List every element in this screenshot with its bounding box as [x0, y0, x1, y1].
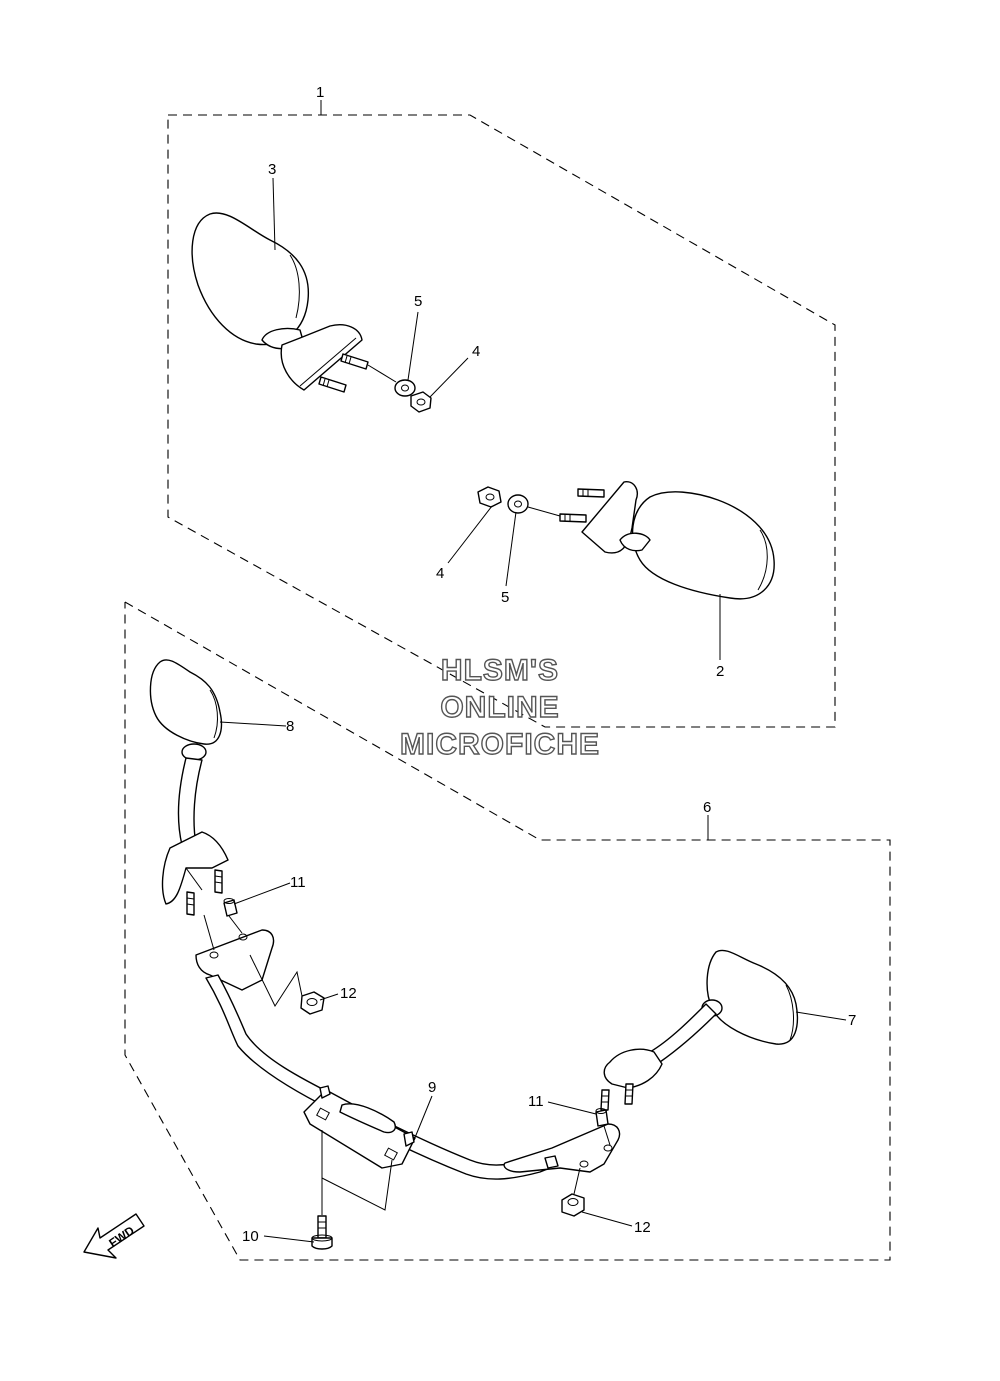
nut-part-12-right [561, 1193, 585, 1217]
callout-9: 9 [428, 1079, 436, 1096]
mirror-part-7 [595, 949, 799, 1127]
callout-labels: 1 3 5 4 4 5 2 8 6 11 12 7 9 11 12 10 [242, 84, 856, 1245]
mirror-part-2 [477, 481, 775, 600]
watermark: HLSM'S ONLINE MICROFICHE [399, 653, 600, 761]
callout-11-right: 11 [528, 1093, 544, 1110]
callout-5-lower: 5 [501, 589, 509, 606]
callout-11-left: 11 [290, 874, 306, 891]
mirror-part-3 [191, 212, 432, 413]
callout-4-lower: 4 [436, 565, 444, 582]
callout-12-right: 12 [634, 1219, 651, 1236]
callout-8: 8 [286, 718, 294, 735]
mirror-part-8 [149, 659, 238, 917]
watermark-line-2: ONLINE [440, 691, 559, 724]
group-1-boundary [167, 114, 836, 728]
callout-12-left: 12 [340, 985, 357, 1002]
watermark-line-1: HLSM'S [441, 654, 559, 687]
callout-4-upper: 4 [472, 343, 480, 360]
assembly-lines [203, 914, 611, 1215]
bolt-part-10 [311, 1215, 333, 1250]
callout-2: 2 [716, 663, 724, 680]
callout-5-upper: 5 [414, 293, 422, 310]
callout-6: 6 [703, 799, 711, 816]
forward-arrow-icon: FWD [83, 1213, 145, 1259]
callout-1: 1 [316, 84, 324, 101]
callout-10: 10 [242, 1228, 259, 1245]
watermark-line-3: MICROFICHE [400, 728, 600, 761]
leader-lines [219, 100, 847, 1243]
callout-3: 3 [268, 161, 276, 178]
nut-part-12-left [300, 991, 325, 1015]
bracket-part-9 [195, 929, 621, 1180]
callout-7: 7 [848, 1012, 856, 1029]
group-6-boundary [124, 601, 891, 1261]
